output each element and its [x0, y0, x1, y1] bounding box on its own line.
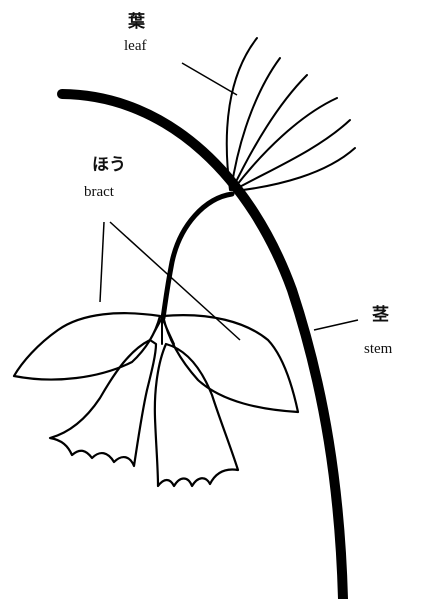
bract-leader-line-left — [100, 222, 104, 302]
flower-left — [50, 340, 156, 466]
bract-label-jp: ほう — [92, 155, 126, 175]
leaf-label-en: leaf — [124, 38, 146, 54]
stem-leader-line — [314, 320, 358, 330]
leaf-leader-line — [182, 63, 237, 95]
leaf-cluster — [227, 38, 355, 191]
bract-right — [163, 315, 298, 412]
bract-left — [14, 313, 160, 379]
leaf-label-jp: 葉 — [127, 11, 146, 32]
flower-stalk — [163, 194, 232, 318]
stem-label-en: stem — [364, 341, 393, 357]
stem-label-jp: 茎 — [372, 305, 389, 325]
bract-label-en: bract — [84, 184, 115, 200]
flower-right — [155, 344, 238, 486]
bract-leader-line-right — [110, 222, 240, 340]
